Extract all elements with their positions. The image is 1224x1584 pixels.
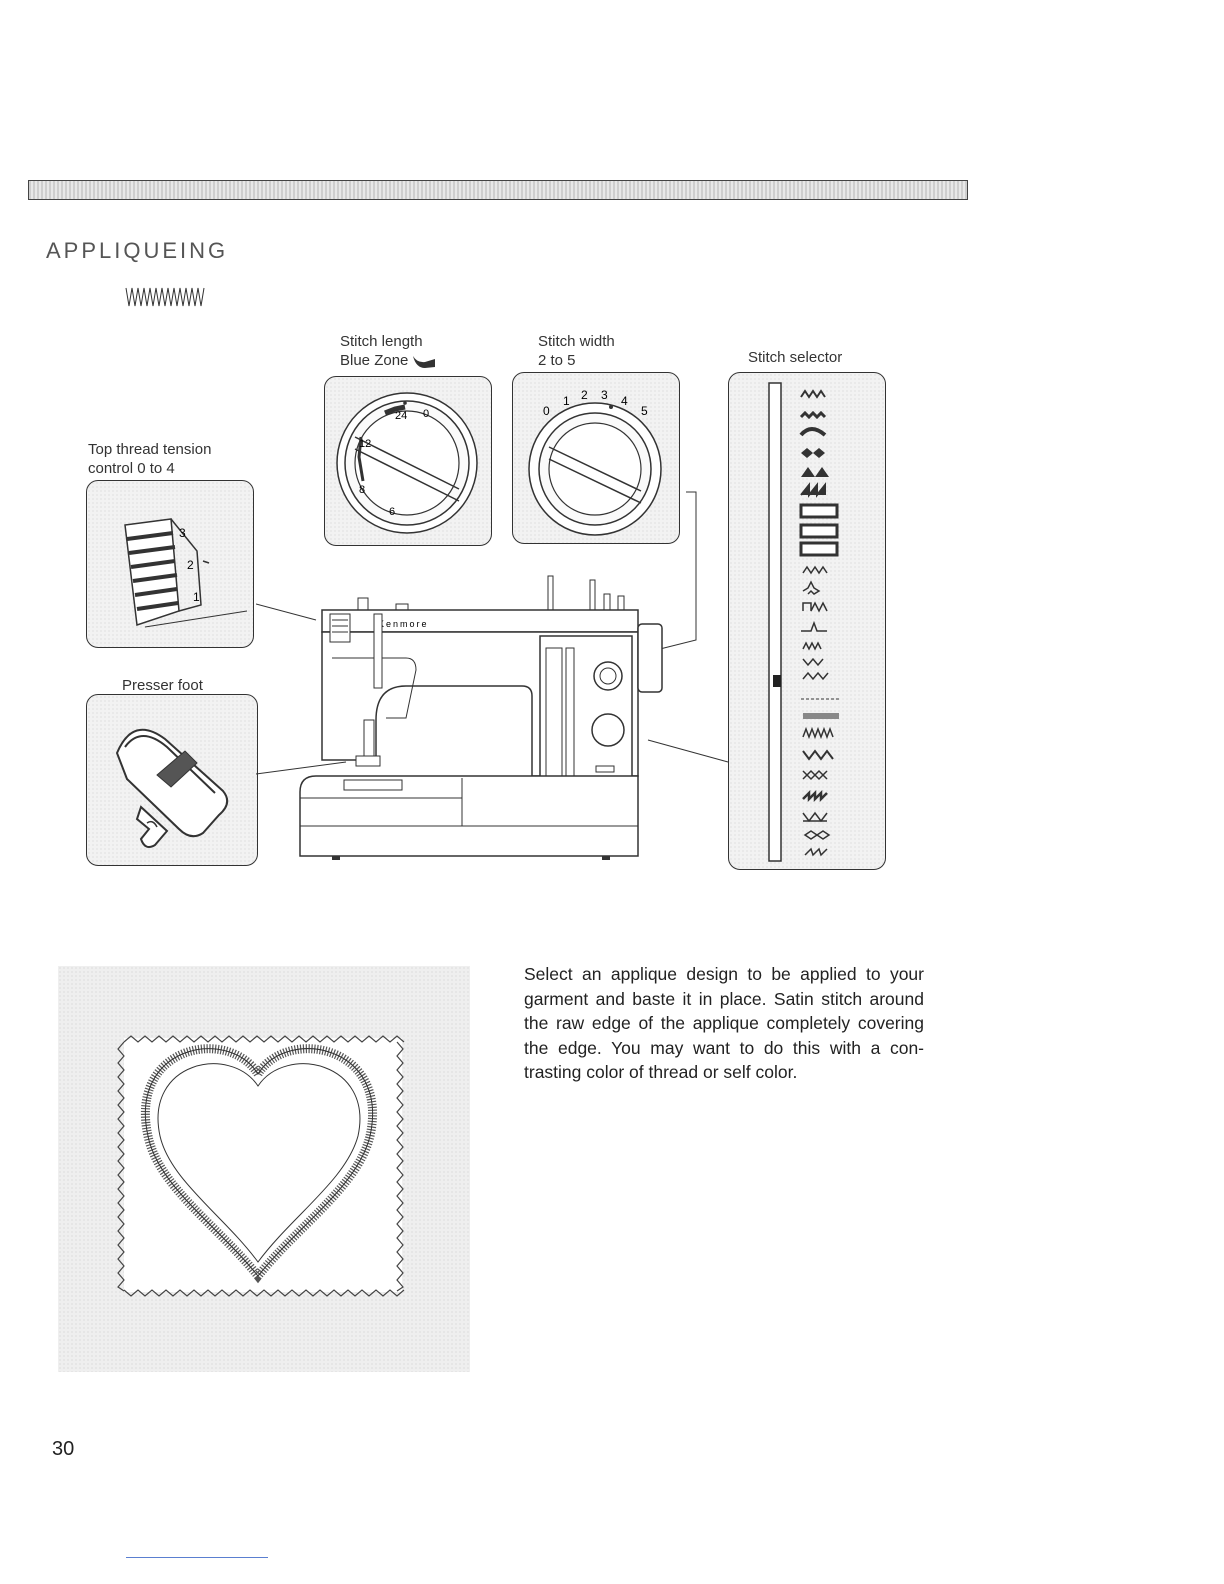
width-mark-5: 5 (641, 404, 648, 418)
stitch-width-label: Stitch width 2 to 5 (538, 332, 615, 370)
stitch-length-dial: 24 0 12 8 6 (336, 392, 478, 534)
width-mark-2: 2 (581, 388, 588, 402)
stitch-width-panel: 0 1 2 3 4 5 (512, 372, 680, 544)
width-mark-1: 1 (563, 394, 570, 408)
satin-stitch-icon (125, 287, 205, 307)
stitch-width-dial: 0 1 2 3 4 5 (528, 388, 662, 536)
length-mark-12: 12 (359, 438, 371, 450)
applique-sample (58, 966, 470, 1372)
presser-foot-panel (86, 694, 258, 866)
length-mark-0: 0 (423, 408, 429, 420)
stitch-length-title: Stitch length (340, 333, 423, 350)
stitch-selector-panel (728, 372, 886, 870)
stitch-width-range: 2 to 5 (538, 352, 576, 369)
tension-mark-1: 1 (193, 590, 200, 604)
page-title: APPLIQUEING (46, 238, 229, 263)
tension-label: Top thread tension control 0 to 4 (88, 440, 211, 478)
machine-brand: Kenmore (378, 619, 429, 629)
tension-dial-illustration: 3 2 1 (124, 518, 248, 628)
blue-zone-icon (413, 355, 436, 368)
tension-mark-3: 3 (179, 526, 186, 540)
width-mark-0: 0 (543, 404, 550, 418)
width-mark-3: 3 (601, 388, 608, 402)
page-number: 30 (52, 1438, 75, 1460)
tension-panel: 3 2 1 (86, 480, 254, 648)
tension-title: Top thread tension (88, 441, 212, 458)
applique-instructions: Select an applique design to be applied … (524, 964, 924, 1082)
presser-foot-label: Presser foot (122, 677, 203, 694)
stitch-length-panel: 24 0 12 8 6 (324, 376, 492, 546)
sewing-machine-illustration: Kenmore (256, 491, 729, 860)
stitch-selector-label: Stitch selector (748, 349, 843, 366)
bottom-rule (126, 1557, 268, 1558)
length-mark-24: 24 (395, 410, 407, 422)
stitch-width-title: Stitch width (538, 333, 615, 350)
header-bar (28, 180, 968, 200)
stitch-length-label: Stitch length Blue Zone (340, 332, 439, 370)
presser-foot-illustration (115, 728, 229, 848)
tension-range: control 0 to 4 (88, 460, 175, 477)
tension-mark-2: 2 (187, 558, 194, 572)
blue-zone-label: Blue Zone (340, 352, 409, 369)
width-mark-4: 4 (621, 394, 628, 408)
length-mark-6: 6 (389, 506, 395, 518)
heart-applique-illustration (117, 1035, 405, 1297)
stitch-selector-strip (768, 382, 841, 862)
length-mark-8: 8 (359, 484, 365, 496)
